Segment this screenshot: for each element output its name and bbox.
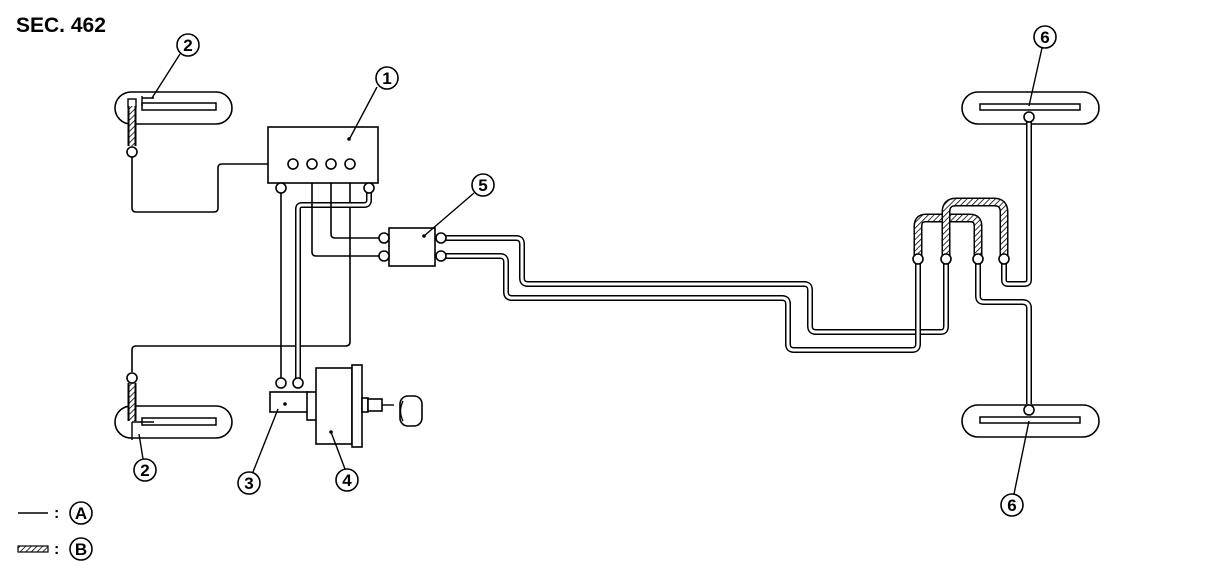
callout-5-label: 5 [478, 176, 487, 195]
legend-swatch-b [17, 545, 49, 553]
legend-item-b: : B [17, 537, 93, 561]
callout-2-top: 2 [176, 33, 200, 57]
legend-label-a: A [75, 504, 87, 523]
front-left-lower-wheel [114, 405, 233, 440]
rear-right-lower-wheel [961, 404, 1100, 438]
callout-1: 1 [375, 66, 399, 90]
section-title: SEC. 462 [16, 14, 106, 37]
callout-1-label: 1 [382, 69, 391, 88]
callout-2-bottom: 2 [133, 458, 157, 482]
legend-label-b: B [75, 540, 87, 559]
legend-colon-b: : [54, 541, 59, 558]
callout-6-top-label: 6 [1040, 28, 1049, 47]
callout-leaders [138, 47, 1043, 495]
legend: : A : B [17, 501, 93, 561]
callout-6-bottom: 6 [1000, 493, 1024, 517]
callout-6-bottom-label: 6 [1007, 496, 1016, 515]
callout-4: 4 [335, 468, 359, 492]
callout-2-top-label: 2 [183, 36, 192, 55]
brake-hoses-b [913, 197, 1009, 256]
front-left-upper-wheel [114, 91, 233, 125]
master-cylinder [269, 377, 309, 413]
callout-5: 5 [471, 173, 495, 197]
wheel-ports [126, 111, 1035, 416]
callout-4-label: 4 [342, 471, 352, 490]
junction-block [378, 227, 447, 267]
callout-6-top: 6 [1033, 25, 1057, 49]
callout-3-label: 3 [244, 474, 253, 493]
abs-actuator [267, 126, 379, 194]
rear-right-upper-wheel [961, 91, 1100, 125]
callout-3: 3 [237, 471, 261, 495]
brake-tubes-a [131, 120, 1032, 404]
legend-colon-a: : [54, 505, 59, 522]
brake-booster [306, 364, 423, 448]
callout-2-bottom-label: 2 [140, 461, 149, 480]
legend-item-a: : A [18, 501, 93, 525]
